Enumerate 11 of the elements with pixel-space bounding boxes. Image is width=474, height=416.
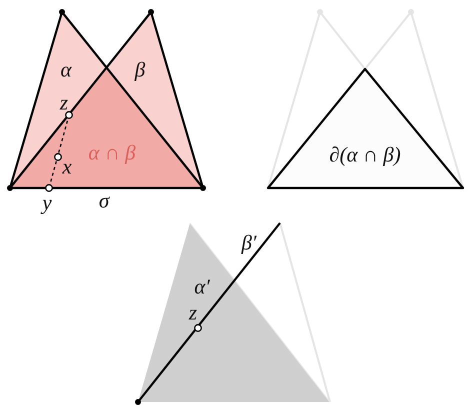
- region-label: α ∩ β: [88, 142, 136, 164]
- region-label: α′: [194, 276, 210, 298]
- point-label: y: [42, 192, 52, 214]
- region-label: α: [60, 60, 72, 80]
- line-label: β′: [241, 232, 257, 254]
- boundary-label: ∂(α ∩ β): [329, 144, 401, 166]
- side-label: σ: [98, 190, 110, 212]
- point-label: z: [188, 302, 198, 324]
- point-label: x: [62, 156, 72, 178]
- region-label: β: [134, 60, 146, 80]
- point-label: z: [60, 92, 68, 114]
